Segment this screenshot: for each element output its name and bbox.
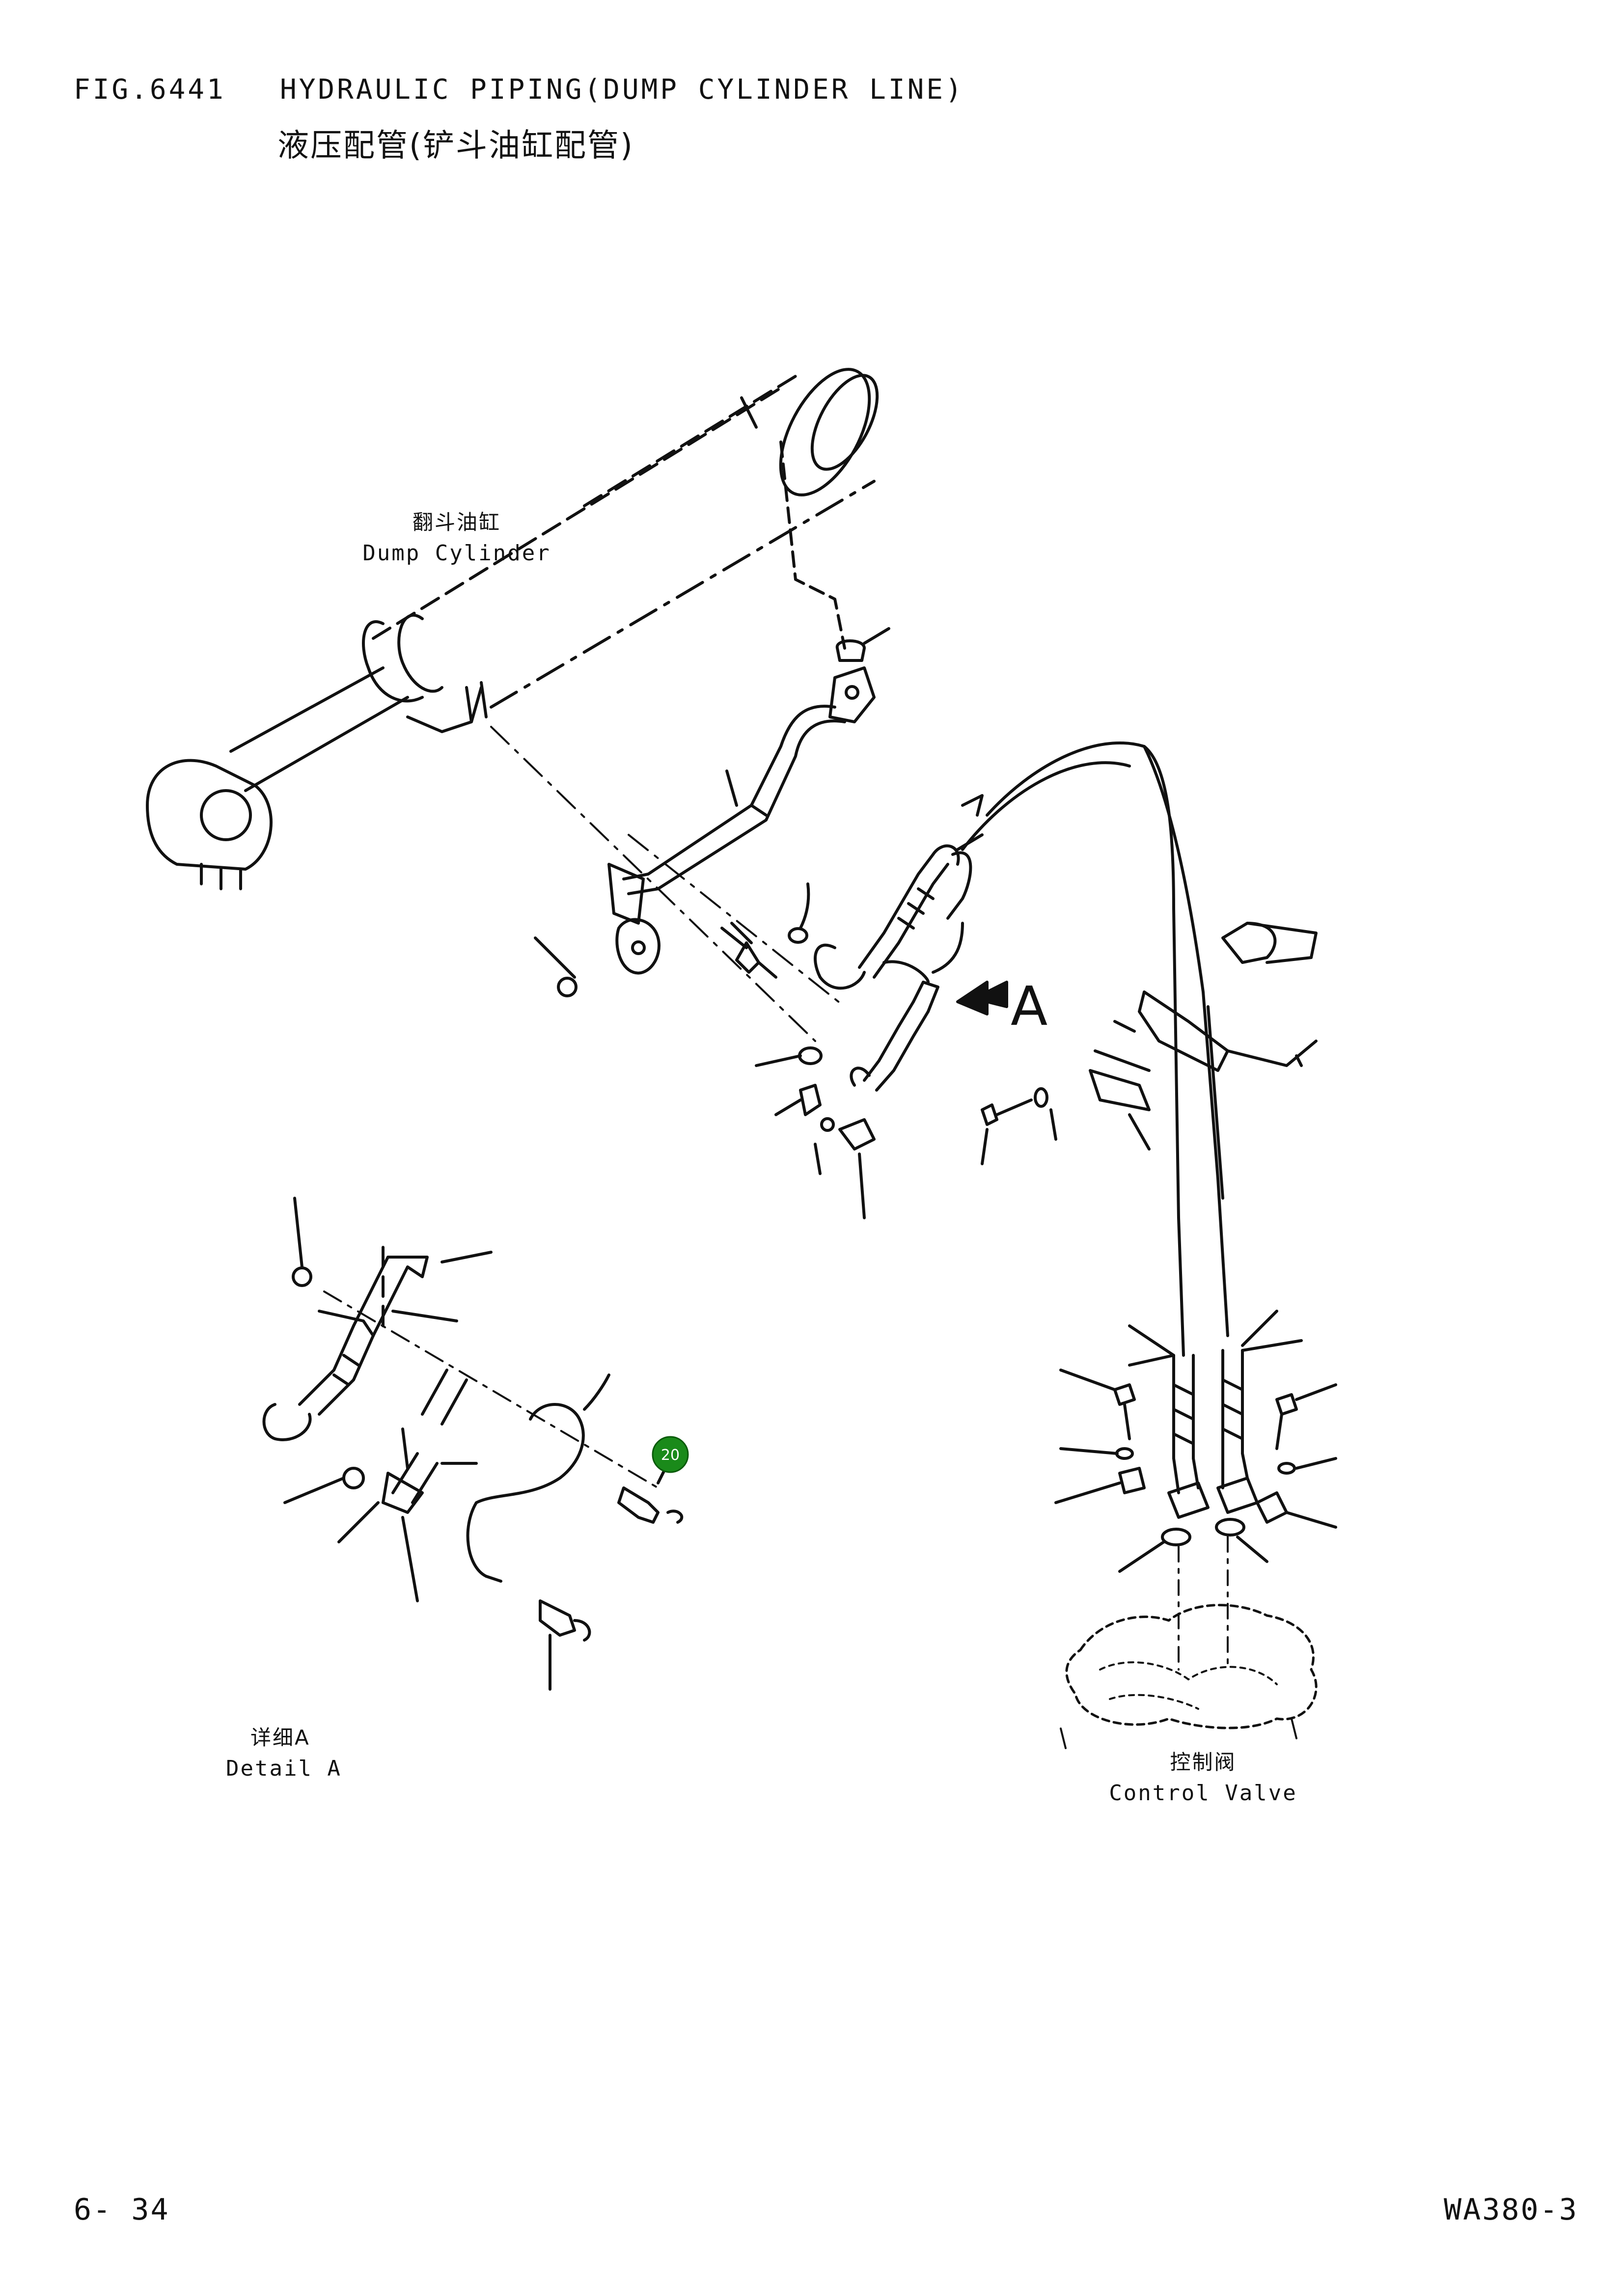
model-number: WA380-3 — [1444, 2193, 1578, 2227]
figure-number: FIG.6441 — [74, 74, 226, 106]
detail-a-drawing — [262, 1197, 684, 1691]
view-marker-label: A — [1011, 975, 1048, 1038]
center-pipe-assembly — [490, 627, 890, 1067]
callout-20[interactable]: 20 — [652, 1436, 689, 1473]
figure-title-chinese: 液压配管(铲斗油缸配管) — [277, 128, 634, 164]
control-valve-drawing — [1054, 1310, 1337, 1749]
page-number: 6- 34 — [74, 2193, 170, 2227]
view-arrow-icon — [956, 981, 1008, 1015]
dump-cylinder-label-en: Dump Cylinder — [362, 541, 551, 566]
dump-cylinder-label-cn: 翻斗油缸 — [412, 510, 501, 534]
control-valve-label-en: Control Valve — [1109, 1781, 1297, 1806]
detail-a-label-cn: 详细A — [250, 1726, 310, 1750]
lower-center-parts — [774, 1084, 876, 1219]
detail-a-label-en: Detail A — [226, 1756, 342, 1781]
right-bracket-parts — [981, 922, 1318, 1165]
detail-a-label: 详细A Detail A — [226, 1721, 373, 1781]
callout-number: 20 — [661, 1447, 680, 1464]
hose-assemblies — [814, 741, 1229, 1357]
figure-title-english: HYDRAULIC PIPING(DUMP CYLINDER LINE) — [280, 74, 964, 106]
control-valve-label: 控制阀 Control Valve — [1105, 1746, 1301, 1806]
dump-cylinder-drawing — [146, 368, 879, 890]
control-valve-label-cn: 控制阀 — [1170, 1750, 1237, 1774]
dump-cylinder-label: 翻斗油缸 Dump Cylinder — [358, 506, 555, 566]
